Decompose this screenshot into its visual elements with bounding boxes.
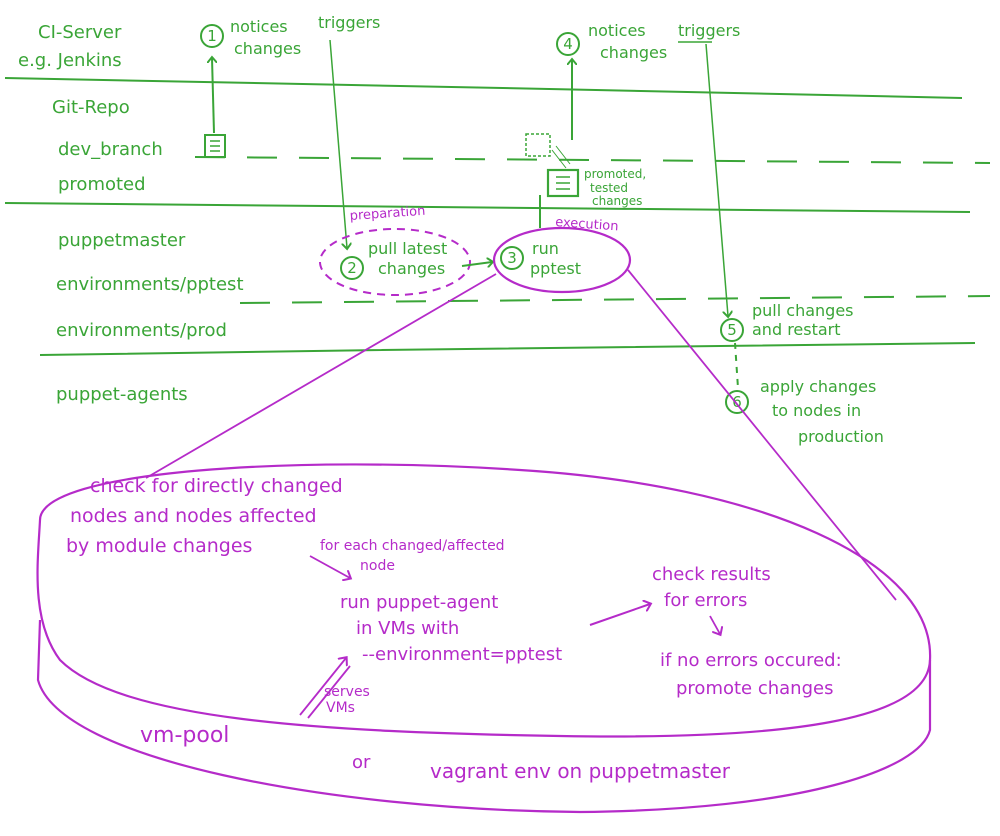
step-5-text-line1: pull changes (752, 301, 854, 320)
lane-label-ci-server: CI-Server (38, 22, 122, 43)
step-6-number: 6 (732, 393, 742, 411)
step-5-number: 5 (727, 321, 737, 339)
triggers-line-1 (329, 39, 347, 248)
step-3-circle (500, 246, 524, 270)
check-nodes-line1: check for directly changed (90, 475, 343, 497)
step-2-text-line1: pull latest (368, 239, 447, 258)
step-6-circle (725, 390, 749, 414)
dev-commit-icon (204, 134, 226, 158)
detail-content: check for directly changed nodes and nod… (66, 475, 842, 783)
step-5: 5 pull changes and restart (720, 301, 854, 389)
lane-label-puppetmaster: puppetmaster (58, 230, 186, 251)
check-nodes-line2: nodes and nodes affected (70, 505, 317, 527)
commit-to-ci-arrow (212, 58, 214, 134)
step-3-text-line2: pptest (530, 259, 581, 278)
if-no-errors-line1: if no errors occured: (660, 650, 842, 671)
detail-disc (36, 463, 932, 814)
step-3-number: 3 (507, 249, 517, 267)
step-4-triggers: triggers (678, 21, 740, 40)
step-6-text-line2: to nodes in (772, 401, 861, 420)
run-agent-line2: in VMs with (356, 618, 459, 639)
step-2-circle (340, 256, 364, 280)
run-agent-line1: run puppet-agent (340, 592, 498, 613)
check-to-promote-arrow (709, 615, 720, 634)
lane-label-dev-branch: dev_branch (58, 139, 163, 160)
to-check-results-arrow (589, 604, 650, 626)
check-results-line2: for errors (664, 590, 747, 611)
puppetmaster-agents-divider (39, 342, 976, 356)
step-4: 4 notices changes triggers (556, 21, 740, 316)
promoted-commit-icon (546, 168, 580, 198)
step-6-text-line3: production (798, 427, 884, 446)
step-4-circle (556, 32, 580, 56)
triggers-line-2 (705, 43, 728, 316)
promoted-note-line1: promoted, (584, 167, 646, 181)
disc-top-ellipse (36, 463, 932, 738)
step-1-circle (200, 24, 224, 48)
step-2-preparation-tag: preparation (349, 204, 426, 224)
step-5-circle (720, 318, 744, 342)
step-4-number: 4 (563, 35, 573, 53)
step-1-text-line1: notices (230, 17, 288, 36)
disc-side-band (36, 619, 932, 814)
lane-dividers (4, 77, 991, 356)
serves-label-line2: VMs (326, 700, 355, 716)
step-1: 1 notices changes triggers (200, 13, 380, 248)
lane-labels: CI-Server e.g. Jenkins Git-Repo dev_bran… (18, 22, 244, 405)
promoted-note-line3: changes (592, 194, 642, 208)
lane-label-env-pptest: environments/pptest (56, 274, 244, 295)
step-2-number: 2 (347, 259, 357, 277)
step-5-text-line2: and restart (752, 320, 841, 339)
promoted-commit: promoted, tested changes (525, 133, 646, 208)
lane-label-promoted: promoted (58, 174, 146, 195)
pptest-prod-dashed-line (239, 295, 991, 304)
for-each-line2: node (360, 558, 395, 574)
step-1-triggers: triggers (318, 13, 380, 32)
git-puppetmaster-divider (4, 202, 971, 213)
step-1-number: 1 (207, 27, 217, 45)
pending-commit-icon (525, 133, 551, 157)
serves-arrow-b (307, 665, 351, 719)
lane-label-env-prod: environments/prod (56, 320, 227, 341)
lane-label-ci-example: e.g. Jenkins (18, 50, 122, 71)
promoted-note-line2: tested (590, 181, 628, 195)
dev-branch-dashed-line (194, 156, 991, 164)
lane-label-puppet-agents: puppet-agents (56, 384, 188, 405)
lane-label-git-repo: Git-Repo (52, 97, 130, 118)
step-3-text-line1: run (532, 239, 559, 258)
step-2-text-line2: changes (378, 259, 445, 278)
for-each-arrow (309, 555, 350, 578)
step-2-dashed-ellipse (319, 228, 471, 296)
zoom-lines (145, 269, 897, 601)
ci-git-divider (4, 77, 963, 99)
or-label: or (352, 752, 371, 773)
step-3-execution-tag: execution (555, 215, 619, 234)
check-results-line1: check results (652, 564, 771, 585)
step-1-text-line2: changes (234, 39, 301, 58)
if-no-errors-line2: promote changes (676, 678, 833, 699)
serves-label-line1: serves (324, 684, 370, 700)
serves-arrow-a (299, 658, 346, 716)
check-nodes-line3: by module changes (66, 535, 252, 557)
run-agent-line3: --environment=pptest (362, 644, 562, 665)
step-2: preparation 2 pull latest changes (319, 204, 492, 296)
step-6-text-line1: apply changes (760, 377, 876, 396)
step-2-to-3-arrow (461, 262, 492, 266)
for-each-line1: for each changed/affected (320, 538, 505, 554)
step-3: execution 3 run pptest (492, 195, 632, 294)
step-4-text-line2: changes (600, 43, 667, 62)
vm-pool-label: vm-pool (140, 723, 229, 748)
step-4-text-line1: notices (588, 21, 646, 40)
vagrant-label: vagrant env on puppetmaster (430, 759, 731, 783)
step-6: 6 apply changes to nodes in production (725, 377, 884, 446)
step-3-ellipse (492, 226, 632, 294)
